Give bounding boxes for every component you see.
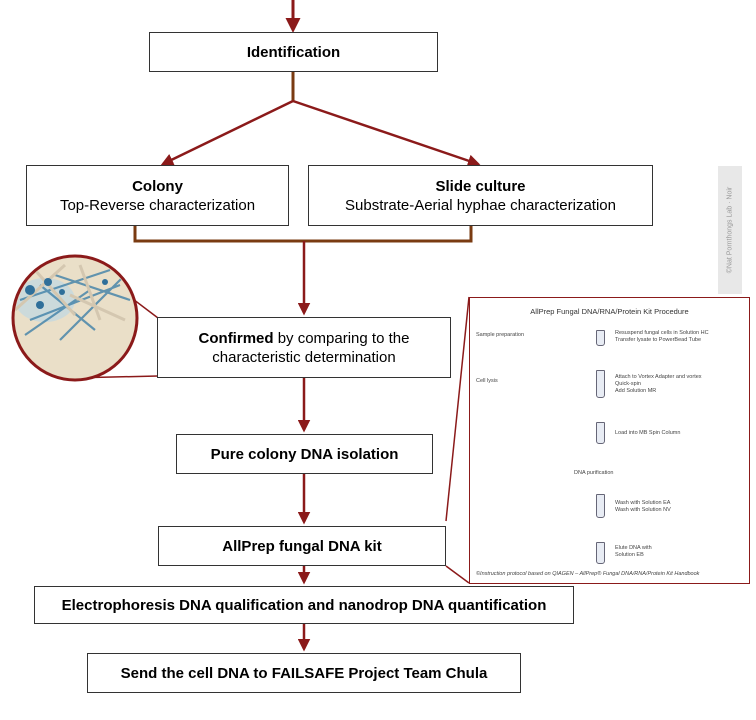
confirmed-text: Confirmed by comparing to the characteri… <box>172 329 436 367</box>
inset-step: Solution EB <box>615 552 644 558</box>
send-dna-box: Send the cell DNA to FAILSAFE Project Te… <box>87 653 521 693</box>
watermark: ©Nat Pornthongs Lab · Noir <box>718 166 742 294</box>
confirmed-bold: Confirmed <box>198 329 274 347</box>
send-dna-label: Send the cell DNA to FAILSAFE Project Te… <box>120 664 488 682</box>
allprep-label: AllPrep fungal DNA kit <box>222 537 382 555</box>
allprep-box: AllPrep fungal DNA kit <box>158 526 446 566</box>
slide-culture-title: Slide culture <box>435 177 526 195</box>
watermark-text: ©Nat Pornthongs Lab · Noir <box>726 186 734 274</box>
slide-culture-box: Slide culture Substrate-Aerial hyphae ch… <box>308 165 653 226</box>
inset-step: Transfer lysate to PowerBead Tube <box>615 337 702 343</box>
pure-colony-label: Pure colony DNA isolation <box>210 445 399 463</box>
inset-step: Wash with Solution EA <box>615 500 671 506</box>
inset-step: Resuspend fungal cells in Solution HC <box>615 330 709 336</box>
colony-subtitle: Top-Reverse characterization <box>59 196 256 214</box>
inset-section-dna-purification: DNA purification <box>574 470 614 476</box>
tube-icon <box>596 542 605 564</box>
inset-section-cell-lysis: Cell lysis <box>476 378 498 384</box>
spin-column-icon <box>596 422 605 444</box>
inset-step: Wash with Solution NV <box>615 507 671 513</box>
identification-box: Identification <box>149 32 438 72</box>
protocol-inset: AllPrep Fungal DNA/RNA/Protein Kit Proce… <box>469 297 750 584</box>
colony-box: Colony Top-Reverse characterization <box>26 165 289 226</box>
electrophoresis-box: Electrophoresis DNA qualification and na… <box>34 586 574 624</box>
tube-icon <box>596 370 605 398</box>
identification-label: Identification <box>246 43 341 61</box>
inset-step: Quick-spin <box>615 381 641 387</box>
colony-title: Colony <box>132 177 183 195</box>
inset-section-sample-prep: Sample preparation <box>476 332 525 338</box>
micrograph-image <box>11 254 139 382</box>
confirmed-box: Confirmed by comparing to the characteri… <box>157 317 451 378</box>
inset-title: AllPrep Fungal DNA/RNA/Protein Kit Proce… <box>530 307 689 316</box>
inset-step: Add Solution MR <box>615 388 657 394</box>
slide-culture-subtitle: Substrate-Aerial hyphae characterization <box>345 196 616 214</box>
inset-credit: ©Instruction protocol based on QIAGEN – … <box>476 571 700 577</box>
electrophoresis-label: Electrophoresis DNA qualification and na… <box>61 596 547 614</box>
inset-step: Load into MB Spin Column <box>615 430 681 436</box>
spin-column-icon <box>596 494 605 518</box>
inset-step: Elute DNA with <box>615 545 652 551</box>
tube-icon <box>596 330 605 346</box>
confirmed-rest: by comparing to the characteristic deter… <box>212 329 410 366</box>
inset-step: Attach to Vortex Adapter and vortex <box>615 374 702 380</box>
pure-colony-box: Pure colony DNA isolation <box>176 434 433 474</box>
